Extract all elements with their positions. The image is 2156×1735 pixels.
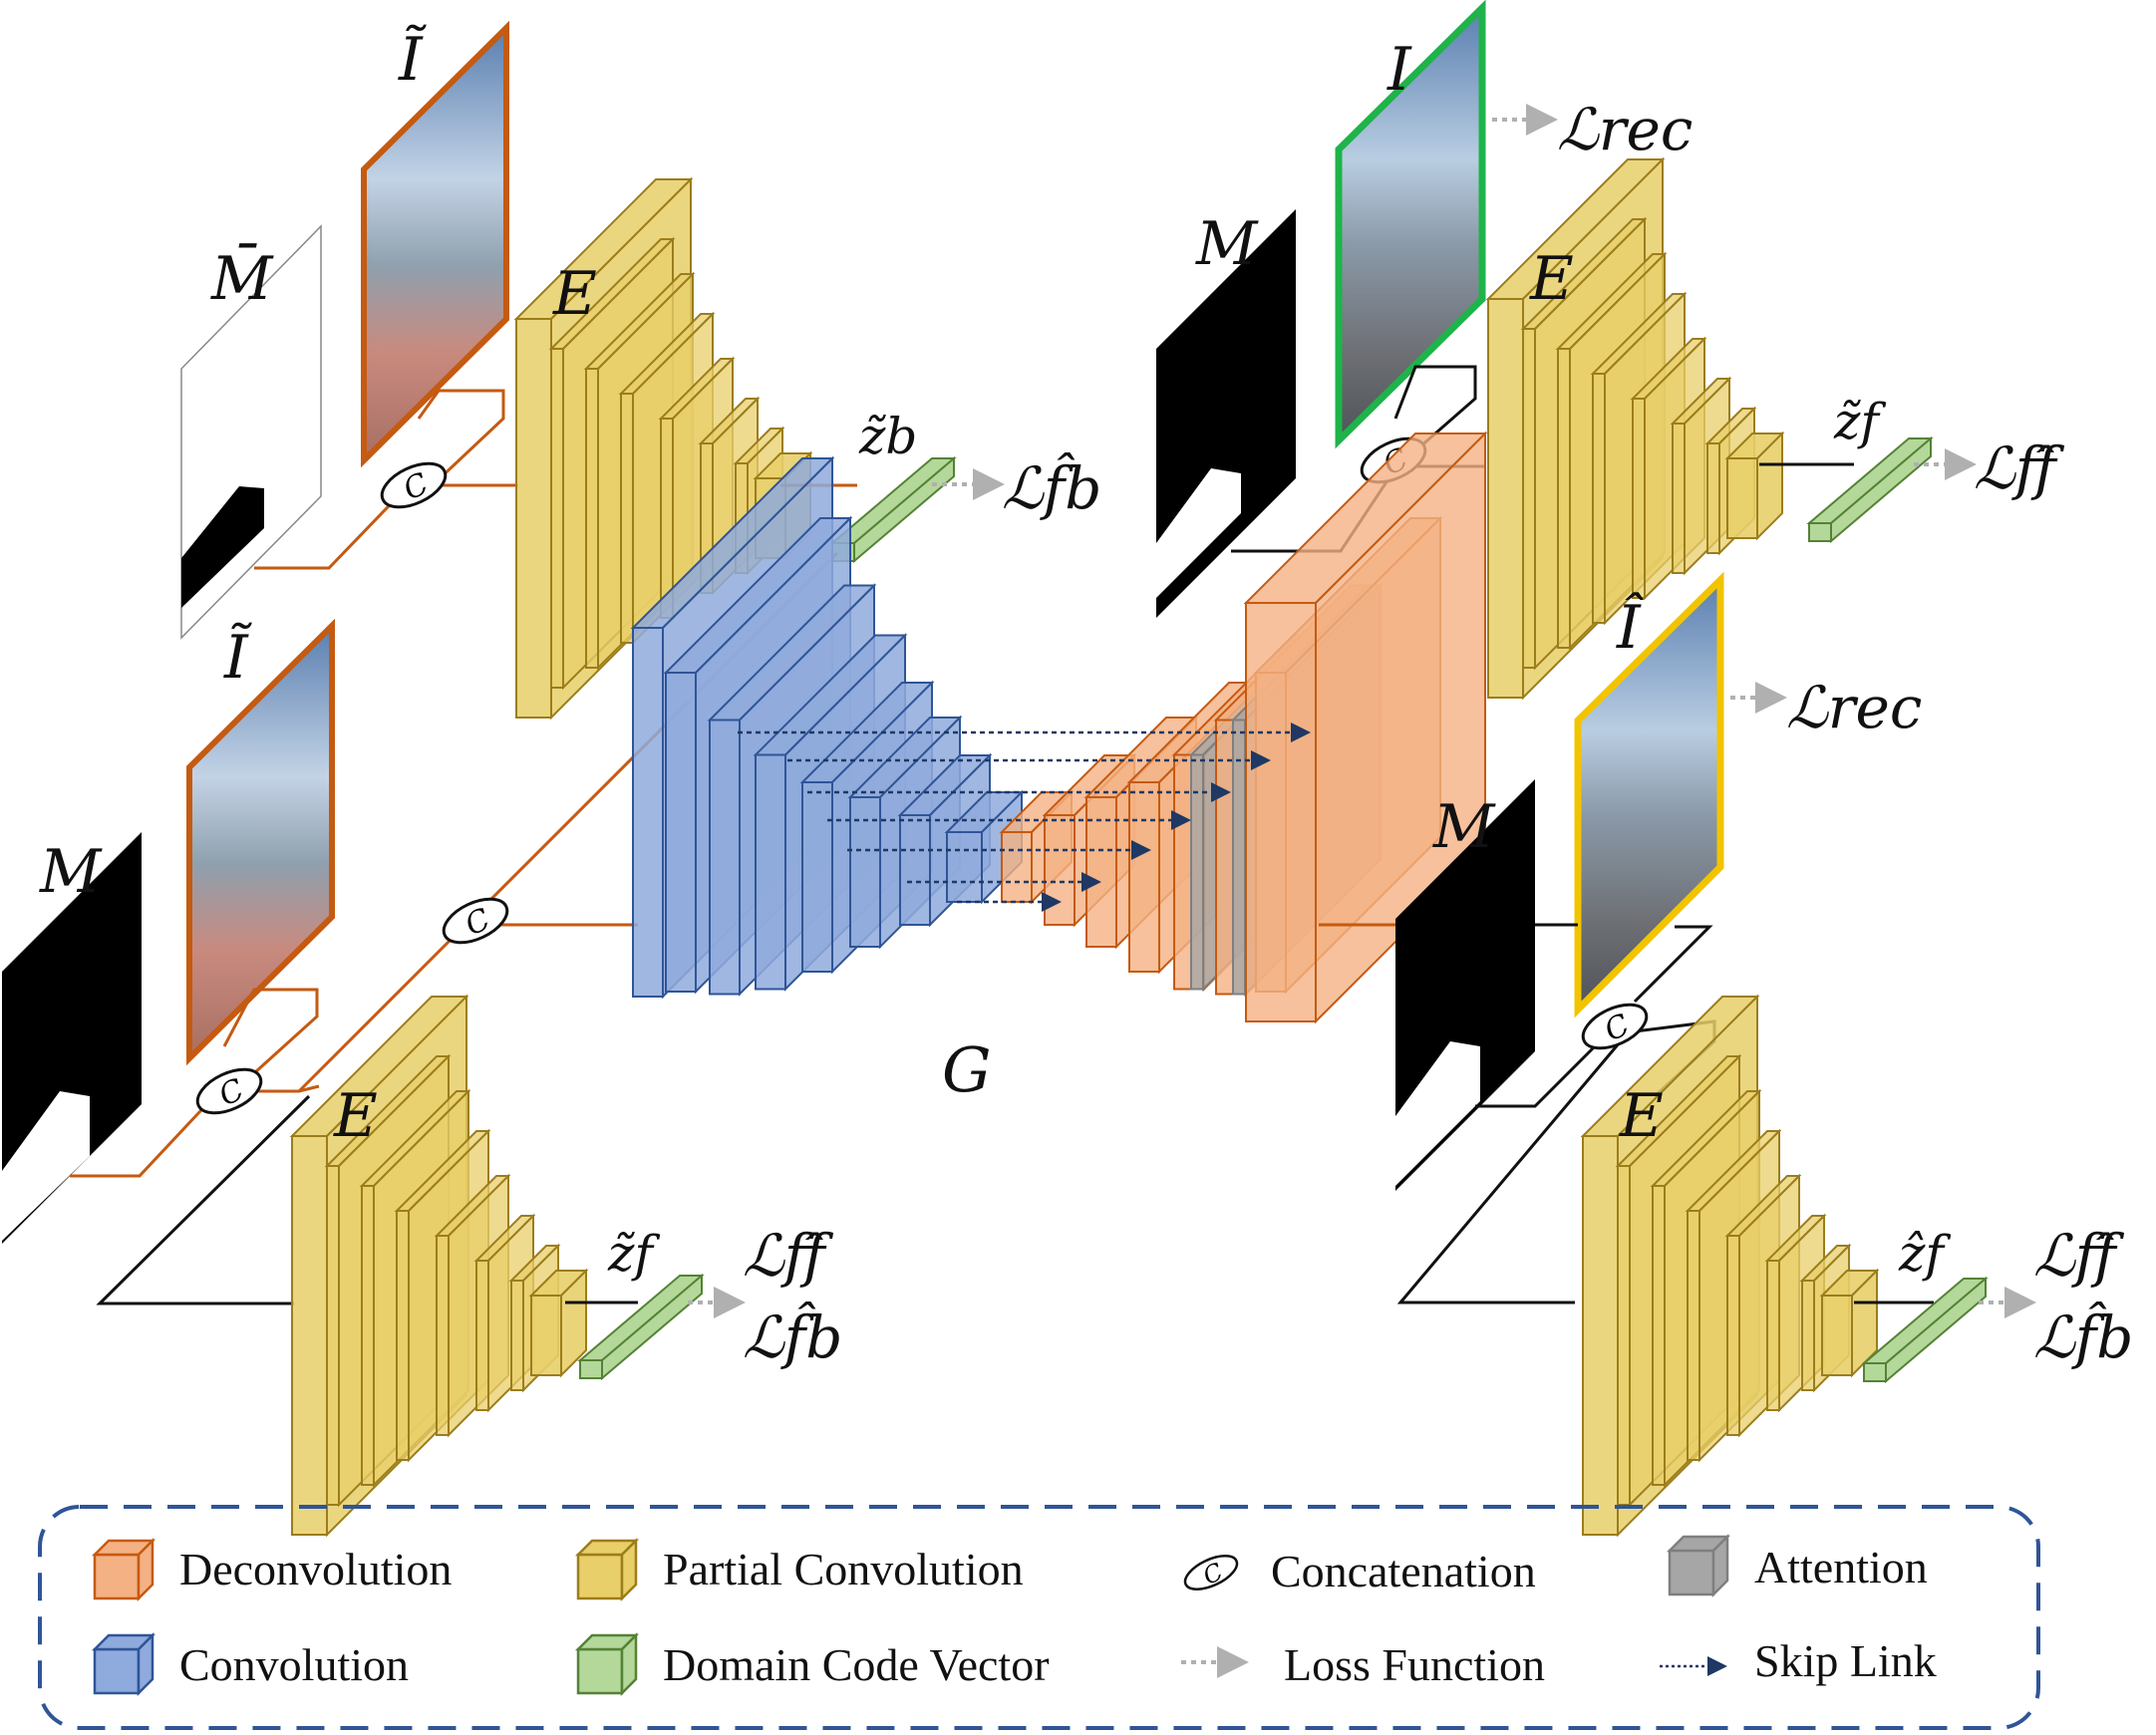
loss-fb-hat-bottom-right: ℒf̂b — [2033, 1301, 2133, 1371]
legend-loss-function: Loss Function — [1284, 1639, 1545, 1690]
loss-ff-hat-bottom-left: ℒff̂ — [743, 1222, 834, 1290]
label-i-tilde-mid: Ĩ — [223, 622, 252, 693]
label-e-top-right: E — [1529, 244, 1574, 314]
legend-partial-convolution-icon — [574, 1537, 640, 1602]
label-z-f-bottom-left: z̃f — [607, 1225, 660, 1283]
label-m-bar: M̄ — [210, 243, 274, 314]
label-m-right: M — [1432, 792, 1496, 862]
domain-code-z-f-hat — [1861, 1276, 1989, 1384]
legend-domain-code-vector: Domain Code Vector — [663, 1639, 1050, 1690]
legend-concatenation: Concatenation — [1271, 1546, 1536, 1596]
legend-attention: Attention — [1754, 1542, 1928, 1592]
label-e-top-left: E — [552, 259, 597, 329]
mask-m-right — [1395, 779, 1535, 1191]
label-e-bottom-right: E — [1619, 1081, 1664, 1151]
loss-fb-hat-bottom-left: ℒf̂b — [743, 1301, 842, 1371]
skip-links — [738, 723, 1311, 912]
legend-deconvolution-icon — [91, 1537, 156, 1602]
label-e-bottom-left: E — [333, 1081, 378, 1151]
label-g: G — [942, 1033, 992, 1106]
legend-domain-code-vector-icon — [574, 1631, 640, 1697]
encoder-layer — [1724, 431, 1785, 541]
concat-icon: C — [380, 461, 448, 509]
concat-icon-mid-upper: C — [442, 897, 509, 945]
legend-skip-link: Skip Link — [1754, 1635, 1937, 1686]
domain-code-z-f-top — [1806, 435, 1934, 544]
label-i-hat: Î — [1616, 592, 1645, 663]
loss-rec-top: ℒrec — [1557, 96, 1693, 163]
encoder-layer — [528, 1268, 589, 1378]
loss-rec-right: ℒrec — [1786, 674, 1922, 741]
legend-partial-convolution: Partial Convolution — [663, 1544, 1024, 1594]
connector-left-bottom — [96, 1094, 311, 1305]
label-z-f-hat: ẑf — [1898, 1225, 1951, 1283]
legend-deconvolution: Deconvolution — [179, 1544, 452, 1594]
legend-concatenation-icon: C — [1183, 1555, 1239, 1590]
generator-g — [630, 431, 1488, 1024]
legend-convolution-icon — [91, 1631, 156, 1697]
label-m-left: M — [39, 837, 103, 907]
label-z-f-top: z̃f — [1833, 393, 1886, 450]
mask-m-bar-panel — [180, 224, 322, 640]
deconv-layer — [1243, 431, 1488, 1024]
image-i-tilde-mid — [186, 618, 335, 1066]
label-m-top-right: M — [1195, 209, 1259, 279]
legend-attention-icon — [1666, 1533, 1731, 1598]
loss-ff-hat-top: ℒff̂ — [1974, 434, 2065, 502]
loss-fb-hat-top: ℒf̂b — [1002, 451, 1101, 522]
encoder-e-top-left — [513, 176, 813, 721]
encoder-layer — [1819, 1268, 1880, 1378]
label-i-top-right: I — [1386, 35, 1412, 105]
image-i-top-right — [1335, 0, 1486, 449]
label-z-b: z̃b — [858, 408, 917, 465]
label-i-tilde-top: Ĩ — [398, 24, 427, 95]
legend: Deconvolution Convolution Partial Convol… — [38, 1505, 2040, 1730]
encoder-layer — [658, 356, 736, 621]
image-i-hat — [1574, 571, 1724, 1018]
mask-m-top-right — [1156, 209, 1296, 618]
concat-icon-right: C — [1581, 1003, 1649, 1050]
connector-top-left — [254, 389, 518, 570]
legend-convolution: Convolution — [179, 1639, 409, 1690]
image-i-tilde-top — [361, 20, 509, 468]
loss-ff-hat-bottom-right: ℒff̂ — [2033, 1222, 2125, 1290]
encoder-e-top-right — [1485, 156, 1785, 701]
encoder-e-bottom-right — [1580, 994, 1880, 1538]
mask-m-left — [2, 832, 142, 1244]
domain-code-z-f-bottom-left — [577, 1273, 705, 1381]
encoder-e-bottom-left — [289, 994, 589, 1538]
